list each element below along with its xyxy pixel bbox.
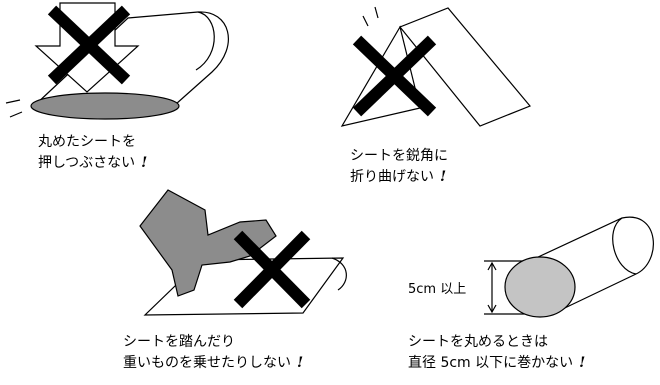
motion-ticks-icon: [362, 6, 379, 27]
panel-crushed-roll: [5, 11, 229, 118]
dimension-arrowheads: [487, 261, 497, 314]
sheet-curl: [331, 257, 347, 291]
flattened-roll-end: [30, 92, 180, 120]
motion-ticks-icon: [5, 99, 23, 118]
panel-folded-sheet: [340, 6, 531, 127]
exclamation-mark: !: [579, 355, 586, 371]
prohibition-cross-icon: [47, 5, 131, 85]
caption-line-1: シートを丸めるときは: [408, 334, 548, 350]
caption-line-2: 押しつぶさない: [38, 155, 136, 171]
dimension-label: 5cm 以上: [408, 282, 467, 297]
caption-roll-diameter: シートを丸めるときは 直径 5cm 以下に巻かない!: [408, 332, 585, 374]
exclamation-mark: !: [297, 355, 304, 371]
caption-line-2: 直径 5cm 以下に巻かない: [408, 355, 574, 371]
caption-folded-sheet: シートを鋭角に 折り曲げない!: [350, 146, 448, 188]
caption-line-1: シートを踏んだり: [123, 334, 235, 350]
rolled-sheet-icon: [504, 256, 576, 318]
caption-crushed-roll: 丸めたシートを 押しつぶさない!: [38, 132, 147, 174]
folded-sheet-back: [399, 7, 531, 127]
crushed-roll-back-cap: [195, 11, 215, 71]
caption-stepped-sheet: シートを踏んだり 重いものを乗せたりしない!: [123, 332, 303, 374]
prohibition-cross-icon: [233, 230, 311, 309]
roll-far-cap: [612, 217, 637, 275]
exclamation-mark: !: [440, 169, 447, 185]
panel-stepped-sheet: [139, 189, 347, 316]
caption-line-1: シートを鋭角に: [350, 148, 448, 164]
caption-line-1: 丸めたシートを: [38, 134, 136, 150]
exclamation-mark: !: [141, 155, 148, 171]
panel-roll-diameter: [484, 216, 654, 317]
folded-sheet-front: [340, 25, 421, 127]
boot-icon: [139, 189, 277, 297]
caption-line-2: 重いものを乗せたりしない: [123, 355, 291, 371]
prohibition-cross-icon: [352, 35, 437, 117]
roll-body: [535, 216, 654, 317]
caption-line-2: 折り曲げない: [350, 169, 434, 185]
